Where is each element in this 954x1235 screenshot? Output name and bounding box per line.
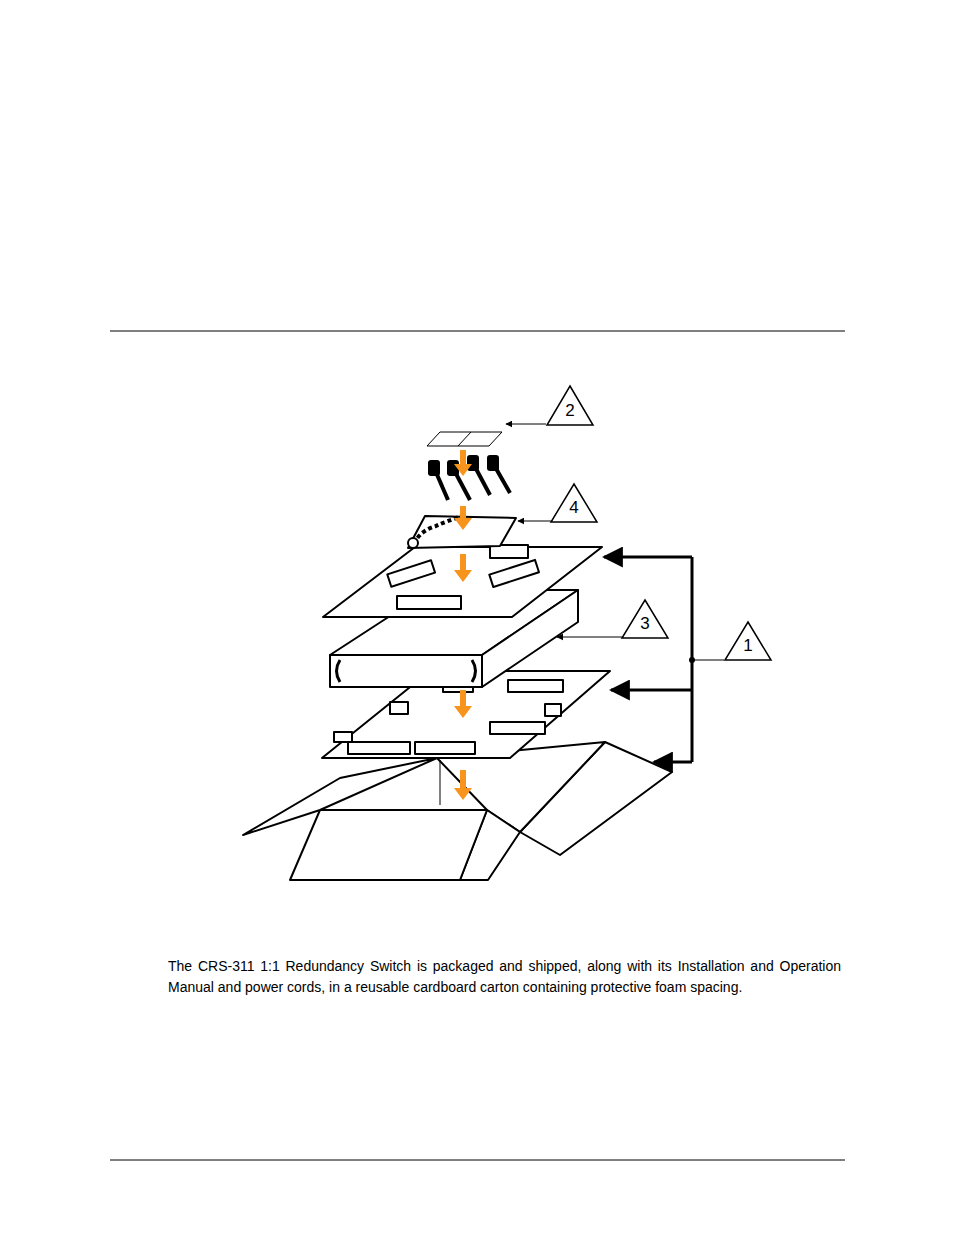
callout-number: 2: [565, 402, 574, 419]
carton: [243, 742, 672, 880]
carton-edge: [440, 760, 441, 805]
leader-lines: [506, 424, 724, 762]
foam-block: [390, 702, 408, 714]
assembly-arrow: [454, 554, 472, 582]
manual-fold: [458, 432, 471, 446]
leader-line: [557, 637, 623, 638]
assembly-arrow: [454, 506, 472, 530]
rule-line: [110, 1160, 845, 1161]
foam-block: [508, 680, 563, 692]
callout-triangle: 1: [724, 621, 772, 661]
carton-front: [290, 810, 487, 880]
cable-end: [408, 538, 418, 548]
chassis-handle: [337, 660, 341, 682]
foam-block: [334, 732, 352, 742]
triangle-shape: [547, 386, 593, 425]
foam-block: [415, 742, 475, 754]
callout-number: 4: [569, 499, 578, 516]
assembly-arrows: [454, 450, 472, 800]
manual: [427, 432, 502, 446]
carton-flap: [243, 758, 437, 835]
foam-block: [397, 596, 461, 609]
leader-line: [518, 521, 551, 522]
triangle-shape: [725, 622, 771, 660]
triangle-shape: [551, 484, 597, 522]
plug: [487, 455, 499, 471]
foam-block: [545, 704, 561, 716]
assembly-arrow: [454, 770, 472, 800]
callout-triangle: 3: [621, 599, 669, 639]
leader-line: [692, 660, 724, 661]
foam-block: [489, 560, 539, 587]
caption-text: The CRS-311 1:1 Redundancy Switch is pac…: [168, 956, 841, 998]
callout-text-box: 1: [724, 621, 772, 661]
leader-line: [654, 761, 692, 764]
callout-triangle: 2: [546, 385, 594, 426]
triangle-shape: [622, 600, 668, 638]
chassis-handle: [472, 660, 476, 682]
foam-tray: [323, 545, 602, 617]
tray-plate: [323, 547, 602, 617]
foam-block: [348, 742, 410, 754]
rule-line: [110, 331, 845, 332]
leader-line: [604, 556, 692, 559]
leader-line: [506, 424, 546, 425]
callout-triangle: 4: [550, 483, 598, 523]
plug: [467, 455, 479, 471]
assembly-arrow: [454, 450, 472, 476]
power-cords: [428, 455, 510, 500]
power-cord: [467, 455, 490, 495]
power-cord: [487, 455, 510, 493]
callout-number: 3: [640, 615, 649, 632]
chassis-front: [330, 655, 482, 687]
callout-text-box: 2: [546, 385, 594, 426]
power-cord: [428, 460, 448, 500]
leader-line: [611, 689, 692, 692]
foam-block: [490, 722, 545, 734]
callout-text-box: 3: [621, 599, 669, 639]
manual-sheet: [427, 432, 502, 446]
foam-block: [387, 560, 435, 587]
assembly-arrow: [454, 690, 472, 718]
callout-text-box: 4: [550, 483, 598, 523]
plug: [428, 460, 440, 476]
callout-number: 1: [743, 637, 752, 654]
junction-dot: [689, 657, 695, 663]
